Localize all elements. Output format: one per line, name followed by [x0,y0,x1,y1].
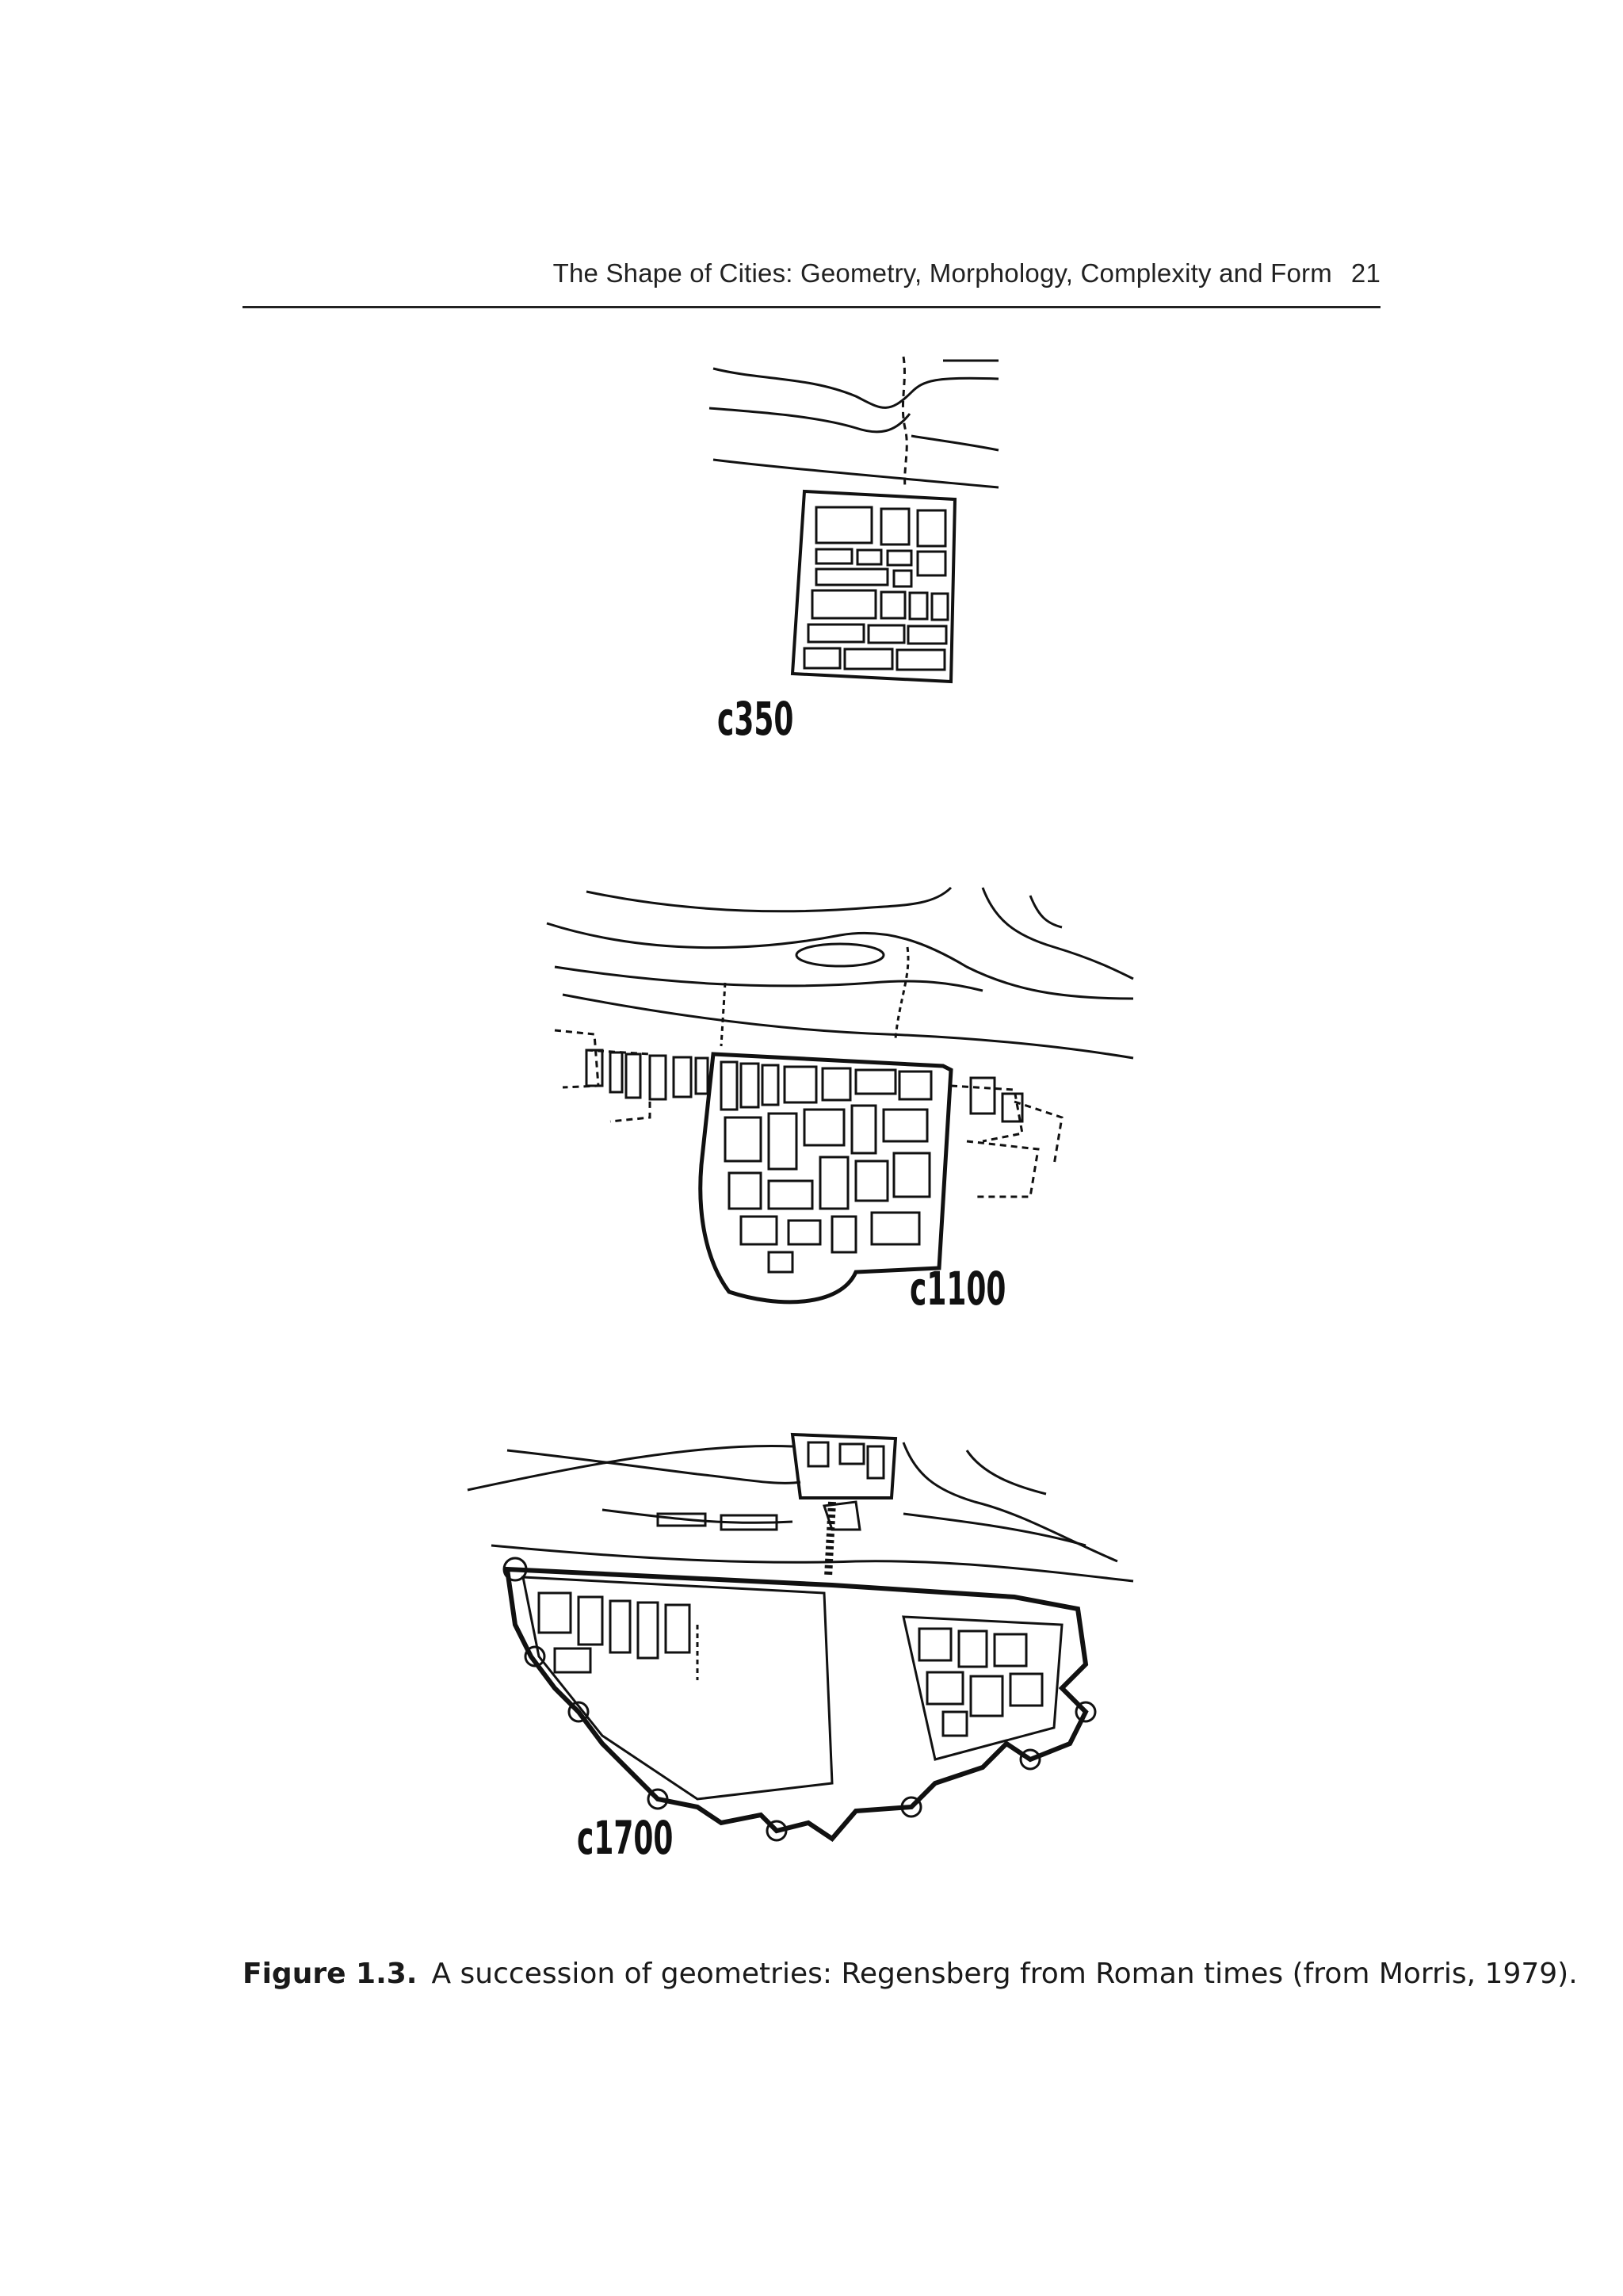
header-rule [242,306,1381,308]
map-c1100 [539,880,1141,1324]
map-label-c350: c350 [717,692,794,746]
running-title: The Shape of Cities: Geometry, Morpholog… [552,258,1332,288]
caption-text: A succession of geometries: Regensberg f… [431,1958,1578,1990]
figure-caption: Figure 1.3. A succession of geometries: R… [242,1958,1578,1990]
map-label-c1100: c1100 [910,1262,1006,1316]
map-c350 [697,349,1014,745]
figure-label: Figure 1.3. [242,1958,418,1990]
page-number: 21 [1350,258,1381,288]
map-label-c1700: c1700 [577,1811,674,1865]
running-head: The Shape of Cities: Geometry, Morpholog… [242,258,1381,288]
map-c1700 [460,1427,1141,1902]
